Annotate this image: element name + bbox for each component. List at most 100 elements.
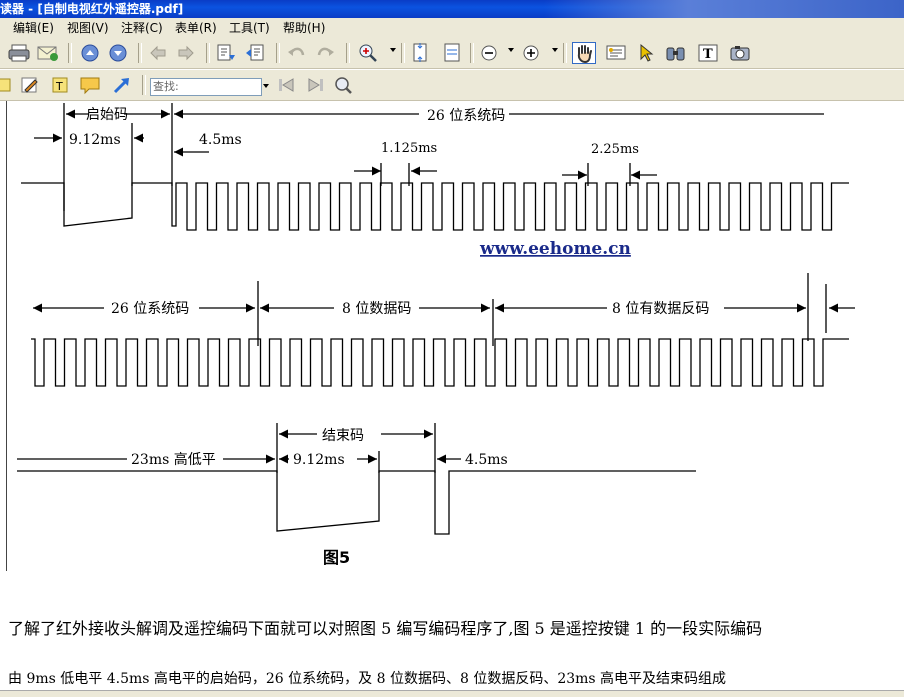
label-system-code-mid: 26 位系统码 [111,301,189,317]
arrow-right-icon [178,45,194,61]
menu-form[interactable]: 表单(R) [175,21,217,35]
zoom-in-dropdown-chevron-down-icon[interactable] [552,48,558,52]
zoom-out-button[interactable] [477,42,501,64]
menu-help[interactable]: 帮助(H) [283,21,326,35]
back-button[interactable] [146,42,170,64]
camera-icon [730,46,750,61]
waveform-row-2 [31,338,849,387]
zoom-tool-button[interactable] [356,42,380,64]
waveform-row-1 [21,182,849,231]
pencil-note-icon [21,77,38,93]
search-dropdown-chevron-down-icon[interactable] [263,84,269,88]
prev-page-button[interactable] [78,42,102,64]
pencil-tool-button[interactable] [18,74,42,96]
select-text-button[interactable] [604,42,628,64]
watermark-url: www.eehome.cn [479,239,631,259]
comment-toolbar: T 查找: [0,70,904,101]
body-paragraph-1: 了解了红外接收头解调及遥控编码下面就可以对照图 5 编写编码程序了,图 5 是遥… [8,619,763,638]
figure-caption: 图5 [323,548,350,567]
sticky-note-tool-button[interactable] [0,74,16,96]
insert-page-button[interactable] [244,42,268,64]
fit-page-button[interactable] [408,42,432,64]
undo-icon [288,47,305,56]
find-previous-button[interactable] [275,74,299,96]
body-paragraph-2: 由 9ms 低电平 4.5ms 高电平的启始码，26 位系统码，及 8 位数据码… [8,671,727,687]
label-45-bottom: 4.5ms [465,452,508,468]
print-button[interactable] [7,42,31,64]
label-start-code: 启始码 [86,107,128,123]
callout-icon [80,77,100,95]
menu-bar: 编辑(E) 视图(V) 注释(C) 表单(R) 工具(T) 帮助(H) [0,18,904,38]
find-previous-icon [279,78,294,92]
label-end-code: 结束码 [322,428,364,444]
typewriter-button[interactable]: T [696,42,720,64]
extract-page-button[interactable] [214,42,238,64]
title-bar-decoration [544,0,904,18]
label-225: 2.25ms [591,142,639,157]
fit-page-icon [413,43,427,62]
fit-width-icon [444,43,460,62]
menu-view[interactable]: 视图(V) [67,21,109,35]
magnifier-plus-icon [359,44,377,62]
zoom-out-dropdown-chevron-down-icon[interactable] [508,48,514,52]
email-button[interactable] [36,42,60,64]
search-input[interactable]: 查找: [150,78,262,96]
zoom-dropdown-chevron-down-icon[interactable] [390,48,396,52]
text-box-icon: T [698,44,718,62]
document-view[interactable]: 启始码 9.12ms 4.5ms 26 位系统码 1.125ms 2.25ms … [0,101,904,696]
label-912-bottom: 9.12ms [293,452,345,468]
redo-icon [317,47,334,56]
menu-edit[interactable]: 编辑(E) [13,21,54,35]
arrow-cursor-icon [640,43,654,62]
advanced-search-button[interactable] [331,74,355,96]
window-title-bar: 读器 - [自制电视红外遥控器.pdf] [0,0,904,18]
arrow-down-circle-icon [109,44,127,62]
label-23ms: 23ms 高低平 [131,451,216,468]
label-data-code: 8 位数据码 [342,301,411,317]
label-data-inverse: 8 位有数据反码 [612,301,709,317]
zoom-in-button[interactable] [519,42,543,64]
arrow-up-circle-icon [81,44,99,62]
note-icon [0,78,11,92]
menu-tools[interactable]: 工具(T) [229,21,270,35]
envelope-icon [37,46,58,61]
label-45-top: 4.5ms [199,132,242,148]
label-1125: 1.125ms [381,141,437,156]
undo-button[interactable] [285,42,309,64]
minus-circle-icon [481,45,497,61]
callout-tool-button[interactable] [78,74,102,96]
arrow-diagonal-icon [113,78,129,94]
page-left-edge [6,101,7,571]
arrow-tool-button[interactable] [110,74,134,96]
text-tool-button[interactable]: T [48,74,72,96]
svg-text:T: T [703,47,713,62]
hand-tool-button[interactable] [572,42,596,64]
window-title: 读器 - [自制电视红外遥控器.pdf] [0,2,184,16]
arrow-left-icon [150,45,166,61]
page-insert-icon [246,44,264,61]
select-tool-button[interactable] [634,42,658,64]
binoculars-icon [666,47,685,61]
find-button[interactable] [664,42,688,64]
find-next-icon [308,78,323,92]
snapshot-button[interactable] [728,42,752,64]
text-select-icon [606,45,626,60]
printer-icon [8,44,30,62]
find-next-button[interactable] [303,74,327,96]
redo-button[interactable] [313,42,337,64]
magnifier-icon [335,77,352,94]
next-page-button[interactable] [106,42,130,64]
svg-text:T: T [55,80,63,93]
plus-circle-icon [523,45,539,61]
text-tool-icon: T [52,77,68,93]
ir-timing-diagram: 启始码 9.12ms 4.5ms 26 位系统码 1.125ms 2.25ms … [9,101,859,573]
forward-button[interactable] [174,42,198,64]
status-bar [0,690,904,697]
menu-comment[interactable]: 注释(C) [121,21,163,35]
fit-width-button[interactable] [440,42,464,64]
hand-icon [577,45,592,63]
label-912-top: 9.12ms [69,132,121,148]
label-system-code-top: 26 位系统码 [427,108,505,124]
main-toolbar: T [0,38,904,69]
page-extract-icon [217,44,235,61]
